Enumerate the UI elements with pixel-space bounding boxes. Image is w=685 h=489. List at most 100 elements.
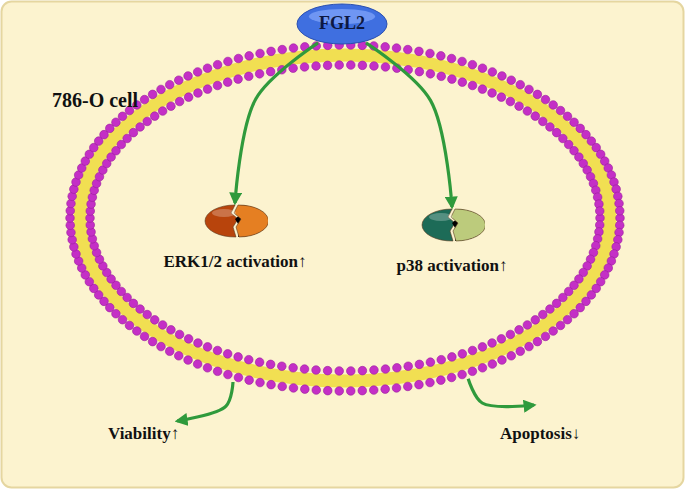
lipid-head — [570, 309, 579, 318]
lipid-head — [488, 360, 497, 369]
lipid-head — [556, 321, 565, 330]
lipid-head — [174, 76, 183, 85]
kinase-half — [451, 209, 485, 241]
lipid-head — [478, 64, 487, 73]
lipid-head — [615, 206, 624, 215]
lipid-head — [266, 67, 275, 76]
cell-label: 786-O cell — [52, 88, 138, 112]
lipid-head — [213, 60, 222, 69]
lipid-head — [437, 72, 446, 81]
lipid-head — [458, 370, 467, 379]
lipid-head — [335, 61, 344, 70]
lipid-head — [203, 364, 212, 373]
lipid-head — [234, 54, 243, 63]
lipid-head — [556, 106, 565, 115]
lipid-head — [404, 362, 413, 371]
lipid-head — [468, 81, 477, 90]
lipid-head — [301, 43, 310, 52]
lipid-head — [165, 347, 174, 356]
lipid-head — [369, 386, 378, 395]
icon-highlight — [212, 209, 236, 217]
lipid-head — [370, 366, 379, 375]
lipid-head — [193, 360, 202, 369]
lipid-head — [478, 85, 487, 94]
lipid-head — [150, 316, 159, 325]
lipid-head — [335, 367, 344, 376]
lipid-head — [533, 337, 542, 346]
lipid-head — [595, 207, 604, 216]
lipid-head — [437, 52, 446, 61]
kinase-node: ERK1/2 activation↑ — [159, 202, 310, 272]
lipid-head — [497, 335, 506, 344]
lipid-head — [468, 60, 477, 69]
lipid-head — [312, 42, 321, 51]
lipid-head — [437, 355, 446, 364]
lipid-head — [370, 62, 379, 71]
lipid-head — [165, 80, 174, 89]
outcome-label: Viability↑ — [108, 424, 183, 444]
lipid-head — [468, 346, 477, 355]
lipid-head — [458, 57, 467, 66]
lipid-head — [148, 337, 157, 346]
lipid-head — [234, 353, 243, 362]
lipid-head — [369, 42, 378, 51]
lipid-head — [158, 107, 167, 116]
lipid-head — [358, 386, 367, 395]
lipid-head — [224, 57, 233, 66]
lipid-head — [447, 54, 456, 63]
lipid-head — [335, 387, 344, 396]
lipid-head — [244, 355, 253, 364]
lipid-head — [358, 61, 367, 70]
lipid-head — [193, 68, 202, 77]
lipid-head — [381, 43, 390, 52]
lipid-head — [278, 382, 287, 391]
outcome-label: Apoptosis↓ — [500, 424, 584, 444]
lipid-head — [203, 64, 212, 73]
node-label: p38 activation↑ — [393, 256, 512, 276]
lipid-head — [140, 332, 149, 341]
lipid-head — [507, 76, 516, 85]
lipid-head — [255, 70, 264, 79]
lipid-head — [312, 62, 321, 71]
lipid-head — [136, 123, 145, 132]
lipid-head — [266, 360, 275, 369]
lipid-head — [125, 321, 134, 330]
lipid-head — [301, 385, 310, 394]
lipid-head — [381, 385, 390, 394]
lipid-head — [531, 112, 540, 121]
lipid-head — [256, 49, 265, 58]
node-label: Apoptosis↓ — [500, 424, 584, 444]
lipid-head — [312, 386, 321, 395]
protein-ellipse — [297, 4, 387, 44]
lipid-head — [563, 315, 572, 324]
lipid-head — [541, 332, 550, 341]
lipid-head — [403, 382, 412, 391]
lipid-head — [523, 107, 532, 116]
lipid-head — [267, 47, 276, 56]
lipid-head — [392, 384, 401, 393]
lipid-head — [448, 353, 457, 362]
lipid-head — [447, 373, 456, 382]
lipid-head — [223, 350, 232, 359]
lipid-head — [203, 85, 212, 94]
lipid-head — [506, 330, 515, 339]
lipid-head — [381, 365, 390, 374]
lipid-head — [157, 85, 166, 94]
lipid-head — [563, 112, 572, 121]
lipid-head — [256, 378, 265, 387]
lipid-head — [516, 347, 525, 356]
lipid-head — [393, 64, 402, 73]
lipid-head — [140, 95, 149, 104]
lipid-head — [488, 68, 497, 77]
icon-highlight — [429, 213, 453, 221]
lipid-head — [549, 327, 558, 336]
lipid-head — [194, 89, 203, 98]
lipid-head — [541, 95, 550, 104]
lipid-head — [289, 384, 298, 393]
lipid-head — [223, 78, 232, 87]
lipid-head — [184, 72, 193, 81]
lipid-head — [213, 367, 222, 376]
lipid-head — [498, 72, 507, 81]
